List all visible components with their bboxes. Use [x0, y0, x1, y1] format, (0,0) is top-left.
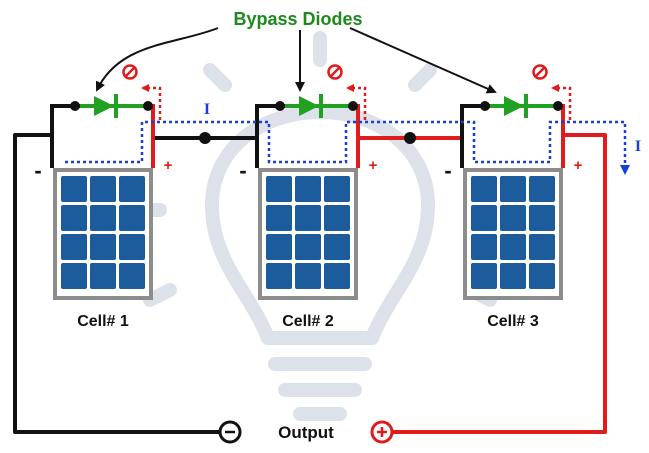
module-cell-3 [460, 64, 572, 300]
blocked-current-path [551, 84, 572, 120]
solar-panel-cells [266, 176, 350, 289]
positive-sign: + [369, 157, 378, 174]
terminal-dot [480, 101, 490, 111]
positive-lead [148, 104, 155, 168]
plus-circle-icon [370, 420, 394, 444]
positive-sign: + [574, 157, 583, 174]
minus-circle-icon [218, 420, 242, 444]
solar-panel-cells [61, 176, 145, 289]
current-label: I [204, 101, 210, 118]
negative-sign: - [239, 158, 246, 183]
blocked-current-path [141, 84, 162, 120]
terminal-dot [553, 101, 563, 111]
module-cell-2 [255, 64, 367, 300]
series-connections [153, 132, 462, 144]
module-cell-1 [50, 64, 162, 300]
no-entry-icon [327, 64, 343, 80]
cell-label-3: Cell# 3 [487, 313, 539, 330]
terminal-dot [348, 101, 358, 111]
current-label: I [635, 138, 641, 155]
output-label: Output [278, 423, 334, 442]
positive-output-wire [392, 133, 607, 434]
solar-panel-cells [471, 176, 555, 289]
negative-lead [50, 104, 80, 168]
blocked-current-path [346, 84, 367, 120]
no-entry-icon [532, 64, 548, 80]
junction-dot [199, 132, 211, 144]
terminal-dot [275, 101, 285, 111]
positive-lead [558, 104, 565, 168]
negative-sign: - [34, 158, 41, 183]
no-entry-icon [122, 64, 138, 80]
bypass-diode-icon [299, 96, 319, 116]
negative-lead [460, 104, 490, 168]
diagram-title: Bypass Diodes [233, 9, 362, 29]
bypass-diode-icon [94, 96, 114, 116]
bypass-current-path [65, 120, 630, 175]
bypass-diode-icon [504, 96, 524, 116]
junction-dot [404, 132, 416, 144]
negative-sign: - [444, 158, 451, 183]
terminal-dot [143, 101, 153, 111]
cell-label-1: Cell# 1 [77, 313, 129, 330]
positive-sign: + [164, 157, 173, 174]
cell-label-2: Cell# 2 [282, 313, 334, 330]
title-pointer-arrows [95, 27, 497, 94]
terminal-dot [70, 101, 80, 111]
